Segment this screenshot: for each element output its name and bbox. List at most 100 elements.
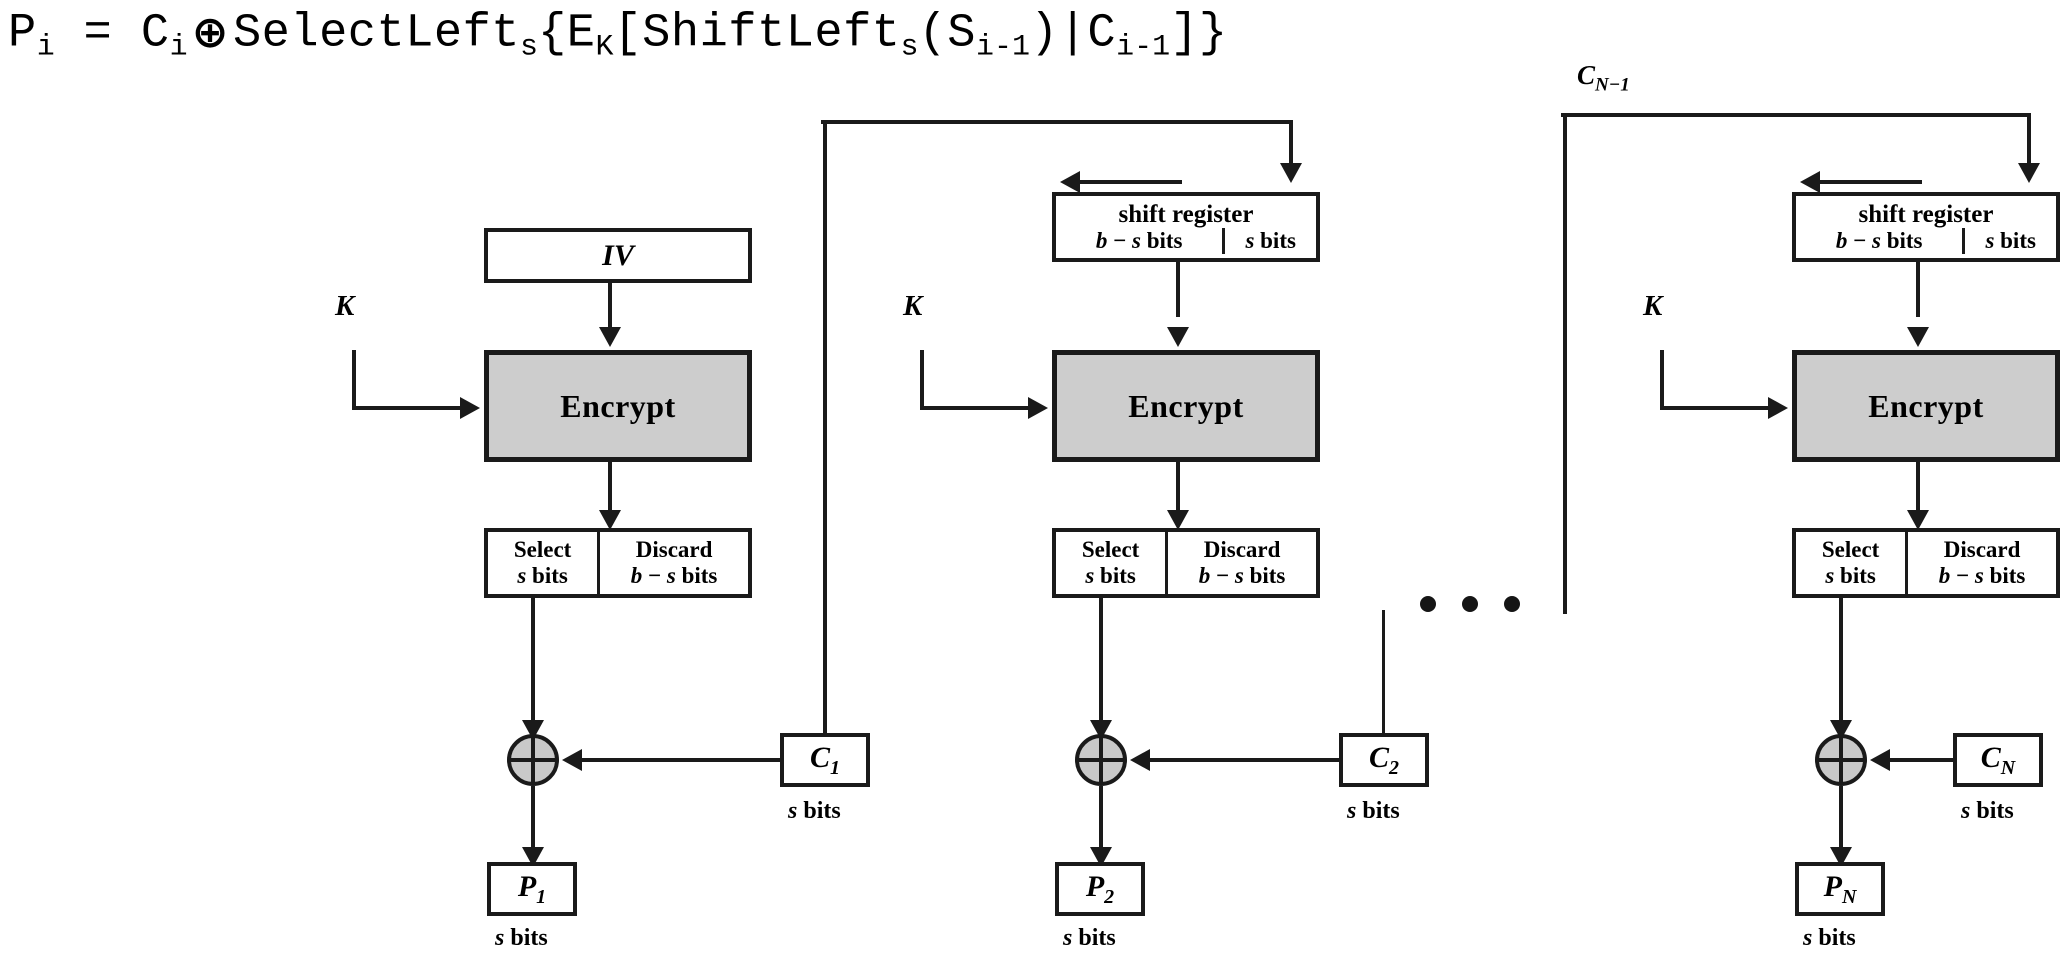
ellipsis-dot-3: [1504, 596, 1520, 612]
feedback-vertical-n: [1563, 113, 1567, 614]
encrypt-label-2: Encrypt: [1128, 387, 1244, 424]
shift-left-line-n: [1820, 180, 1922, 184]
shift-register-right-cell-n: s bits: [1985, 227, 2036, 253]
plaintext-bits-text-2: bits: [1078, 925, 1116, 951]
feedback-vertical-1: [823, 120, 827, 734]
encrypt-to-select-arrow-icon-n: [1907, 510, 1929, 530]
cipher-to-xor-arrow-icon-n: [1870, 749, 1890, 771]
select-to-xor-line-2: [1099, 598, 1103, 729]
feedback-arrow-icon-1: [1280, 163, 1302, 183]
select-label-n: Select: [1821, 537, 1880, 562]
formula-cipher-sub: i: [169, 30, 188, 65]
ciphertext-bits-text-2: bits: [1362, 798, 1400, 824]
ciphertext-box-1: C1: [780, 733, 870, 787]
select-bits-n: s bits: [1825, 563, 1876, 588]
plaintext-bits-n: s bits: [1803, 925, 1856, 951]
key-elbow-vertical-n: [1660, 350, 1664, 410]
plaintext-label-n: PN: [1823, 869, 1857, 908]
formula-close: ]}: [1170, 7, 1228, 61]
iv-label: IV: [602, 238, 634, 272]
shift-register-box-2: shift register b − s bits s bits: [1052, 192, 1320, 262]
select-discard-box-n: Select s bits Discard b − s bits: [1792, 528, 2060, 598]
plaintext-box-2: P2: [1055, 862, 1145, 916]
ciphertext-bits-text-n: bits: [1976, 798, 2014, 824]
discard-cell-n: Discard b − s bits: [1908, 532, 2056, 594]
shift-register-left-cell-2: b − s bits: [1056, 227, 1226, 254]
plaintext-bits-text-1: bits: [510, 925, 548, 951]
ciphertext-label-n: CN: [1980, 740, 2016, 779]
formula-lhs: P: [8, 7, 37, 61]
formula-selectleft: SelectLeft: [232, 7, 521, 61]
discard-label-n: Discard: [1943, 537, 2021, 562]
key-elbow-horizontal-n: [1660, 406, 1772, 410]
ciphertext-bits-1: s bits: [788, 798, 841, 824]
select-label-2: Select: [1081, 537, 1140, 562]
formula-cipher: C: [140, 7, 170, 61]
xor-gate-1: [507, 734, 559, 786]
select-to-xor-line-1: [531, 598, 535, 729]
ciphertext-bits-2: s bits: [1347, 798, 1400, 824]
xor-gate-2: [1075, 734, 1127, 786]
cipher-to-xor-arrow-icon-2: [1130, 749, 1150, 771]
key-label-n: K: [1643, 290, 1663, 322]
feedback-arrow-icon-n: [2018, 163, 2040, 183]
sr-to-encrypt-line-2: [1176, 262, 1180, 317]
xor-gate-n: [1815, 734, 1867, 786]
key-label-2: K: [903, 290, 923, 322]
cipher-to-xor-line-2: [1148, 758, 1339, 762]
shift-register-box-n: shift register b − s bits s bits: [1792, 192, 2060, 262]
key-elbow-horizontal-1: [352, 406, 464, 410]
ciphertext-bits-text-1: bits: [803, 798, 841, 824]
shift-left-arrow-icon-2: [1060, 171, 1080, 193]
discard-bits-2: b − s bits: [1198, 563, 1286, 588]
xor-to-plain-line-2: [1099, 786, 1103, 861]
plaintext-bits-1: s bits: [495, 925, 548, 951]
shift-register-label-n: shift register: [1858, 200, 1994, 228]
feedback-horizontal-n: [1561, 113, 2031, 117]
cipher-to-xor-arrow-icon-1: [562, 749, 582, 771]
key-elbow-vertical-2: [920, 350, 924, 410]
xor-to-plain-line-1: [531, 786, 535, 861]
select-bits-1: s bits: [517, 563, 568, 588]
formula-equals: =: [54, 7, 141, 61]
select-label-1: Select: [513, 537, 572, 562]
feedback-stub-2: [1382, 610, 1385, 733]
shift-left-line-2: [1080, 180, 1182, 184]
key-elbow-vertical-1: [352, 350, 356, 410]
plaintext-bits-2: s bits: [1063, 925, 1116, 951]
select-bits-2: s bits: [1085, 563, 1136, 588]
xor-symbol-icon: ⊕: [191, 7, 229, 58]
plaintext-box-n: PN: [1795, 862, 1885, 916]
shift-register-left-cell-n: b − s bits: [1796, 227, 1966, 254]
ciphertext-label-2: C2: [1368, 740, 1399, 779]
formula-shiftleft: [ShiftLeft: [613, 7, 901, 61]
discard-cell-2: Discard b − s bits: [1168, 532, 1316, 594]
ciphertext-box-2: C2: [1339, 733, 1429, 787]
key-to-encrypt-arrow-icon-2: [1028, 397, 1048, 419]
ciphertext-box-n: CN: [1953, 733, 2043, 787]
key-to-encrypt-arrow-icon-n: [1768, 397, 1788, 419]
shift-register-cells-n: b − s bits s bits: [1796, 227, 2056, 254]
discard-label-1: Discard: [635, 537, 713, 562]
select-cell-n: Select s bits: [1796, 532, 1909, 594]
discard-bits-1: b − s bits: [630, 563, 718, 588]
discard-cell-1: Discard b − s bits: [600, 532, 748, 594]
select-discard-box-2: Select s bits Discard b − s bits: [1052, 528, 1320, 598]
encrypt-box-2: Encrypt: [1052, 350, 1320, 462]
sr-to-encrypt-arrow-icon-2: [1167, 327, 1189, 347]
formula-shiftleft-sub: s: [900, 30, 919, 65]
plaintext-bits-text-n: bits: [1818, 925, 1856, 951]
formula-lhs-sub: i: [36, 30, 55, 65]
formula-close-paren: )|C: [1029, 7, 1117, 61]
shift-register-right-cell-2: s bits: [1245, 227, 1296, 253]
select-cell-1: Select s bits: [488, 532, 601, 594]
iv-box: IV: [484, 228, 752, 283]
formula-s-sub: i-1: [975, 30, 1030, 65]
formula-selectleft-sub: s: [520, 30, 539, 65]
encrypt-box-n: Encrypt: [1792, 350, 2060, 462]
encrypt-box-1: Encrypt: [484, 350, 752, 462]
shift-register-label-2: shift register: [1118, 200, 1254, 228]
cfb-decryption-formula: Pi = Ci⊕SelectLefts{EK[ShiftLefts(Si-1)|…: [8, 2, 1228, 79]
formula-e-sub: K: [595, 30, 614, 65]
